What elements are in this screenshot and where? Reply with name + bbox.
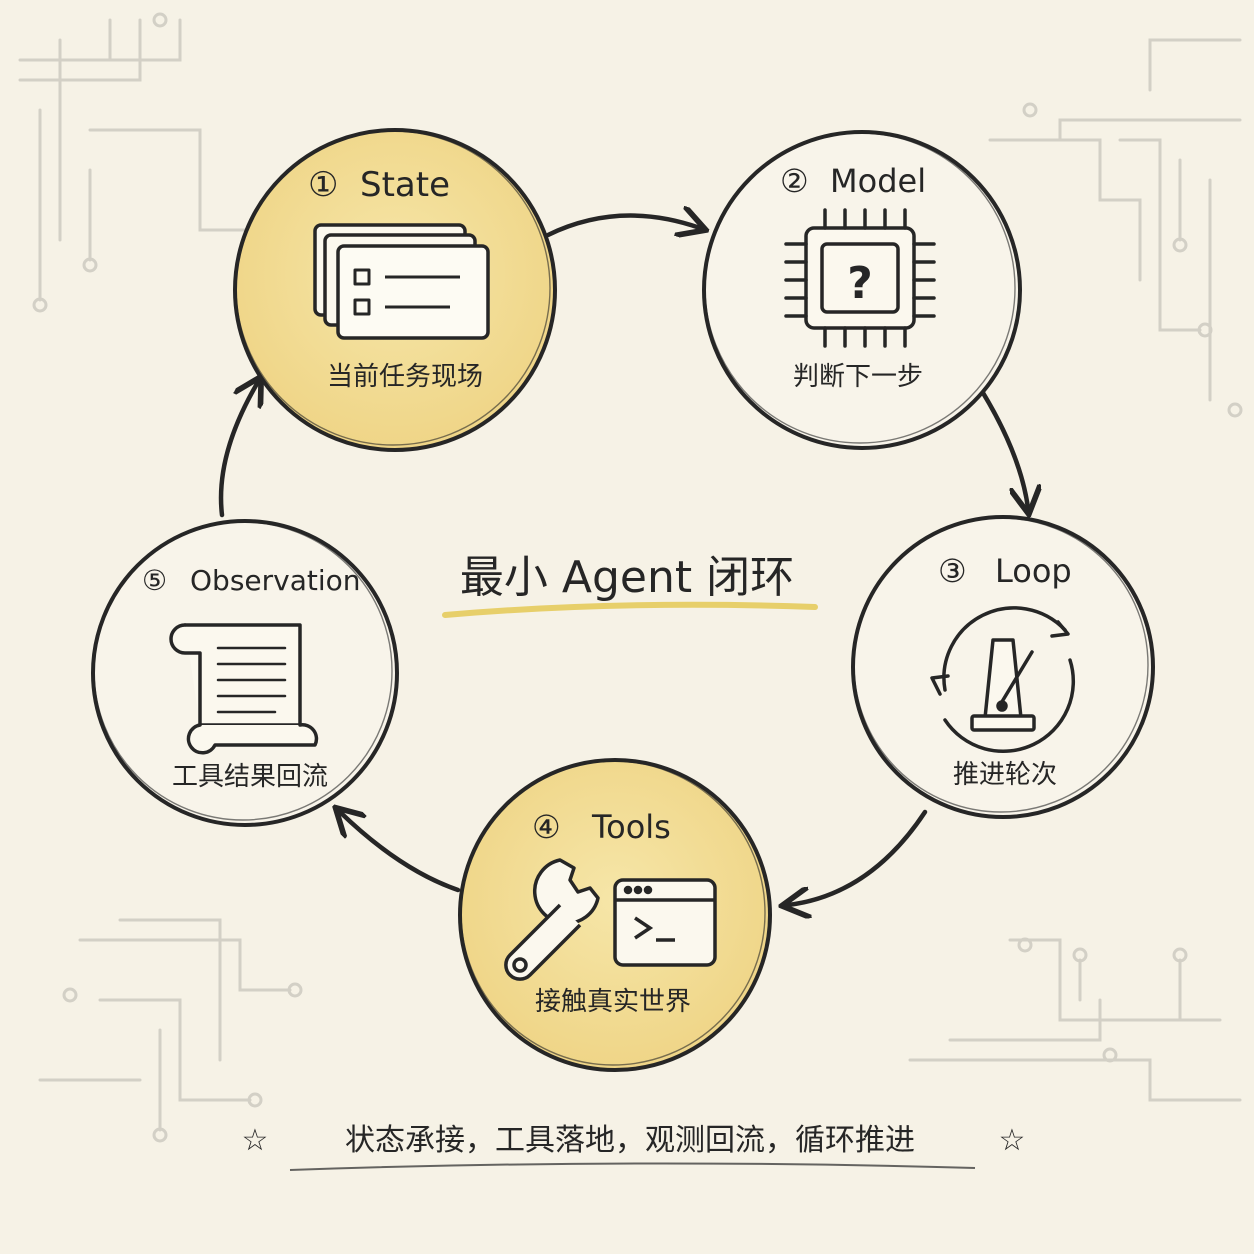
arrow-state-to-model [545, 216, 700, 235]
title-underline [442, 601, 818, 618]
terminal-icon [613, 878, 717, 967]
wrench-icon [504, 858, 600, 981]
circuit-decoration [18, 12, 1243, 1143]
node-model: ② Model ? 判断下一步 [702, 130, 1022, 450]
stacked-cards-icon [313, 223, 490, 340]
footer-underline [289, 1162, 976, 1171]
node-tools-name: Tools [591, 808, 671, 846]
node-observation: ⑤ Observation 工具结果回流 [91, 519, 399, 827]
node-observation-name: Observation [190, 564, 361, 597]
arrow-tools-to-observation [340, 812, 461, 893]
flow-arrows [218, 216, 1028, 905]
node-observation-number: ⑤ [142, 564, 167, 597]
star-icon-left: ☆ [242, 1123, 269, 1158]
node-state-caption: 当前任务现场 [327, 362, 483, 392]
node-loop-number: ③ [938, 552, 967, 590]
node-loop-caption: 推进轮次 [953, 760, 1057, 790]
footer: ☆ 状态承接，工具落地，观测回流，循环推进 ☆ [242, 1123, 1026, 1171]
page-title: 最小 Agent 闭环 [460, 552, 794, 603]
scroll-icon [169, 623, 319, 755]
node-model-caption: 判断下一步 [793, 362, 923, 392]
node-tools-number: ④ [532, 808, 561, 846]
node-observation-caption: 工具结果回流 [172, 762, 328, 792]
metronome-cycle-icon [930, 606, 1076, 754]
node-loop: ③ Loop 推进轮次 [851, 515, 1155, 819]
center-title: 最小 Agent 闭环 [442, 552, 818, 618]
arrow-model-to-loop [972, 377, 1028, 508]
node-tools: ④ Tools 接触真实世界 [458, 758, 772, 1072]
question-mark-icon: ? [847, 258, 873, 309]
node-state-name: State [360, 165, 450, 205]
node-tools-caption: 接触真实世界 [535, 987, 691, 1017]
node-state: ① State 当前任务现场 [233, 128, 557, 452]
footer-text: 状态承接，工具落地，观测回流，循环推进 [345, 1123, 915, 1158]
chip-question-icon [784, 208, 936, 348]
arrow-observation-to-state [218, 382, 258, 518]
node-state-number: ① [308, 165, 338, 205]
arrow-loop-to-tools [788, 809, 928, 905]
node-model-name: Model [830, 162, 926, 200]
star-icon-right: ☆ [999, 1123, 1026, 1158]
node-loop-name: Loop [995, 552, 1072, 590]
node-model-number: ② [780, 162, 809, 200]
